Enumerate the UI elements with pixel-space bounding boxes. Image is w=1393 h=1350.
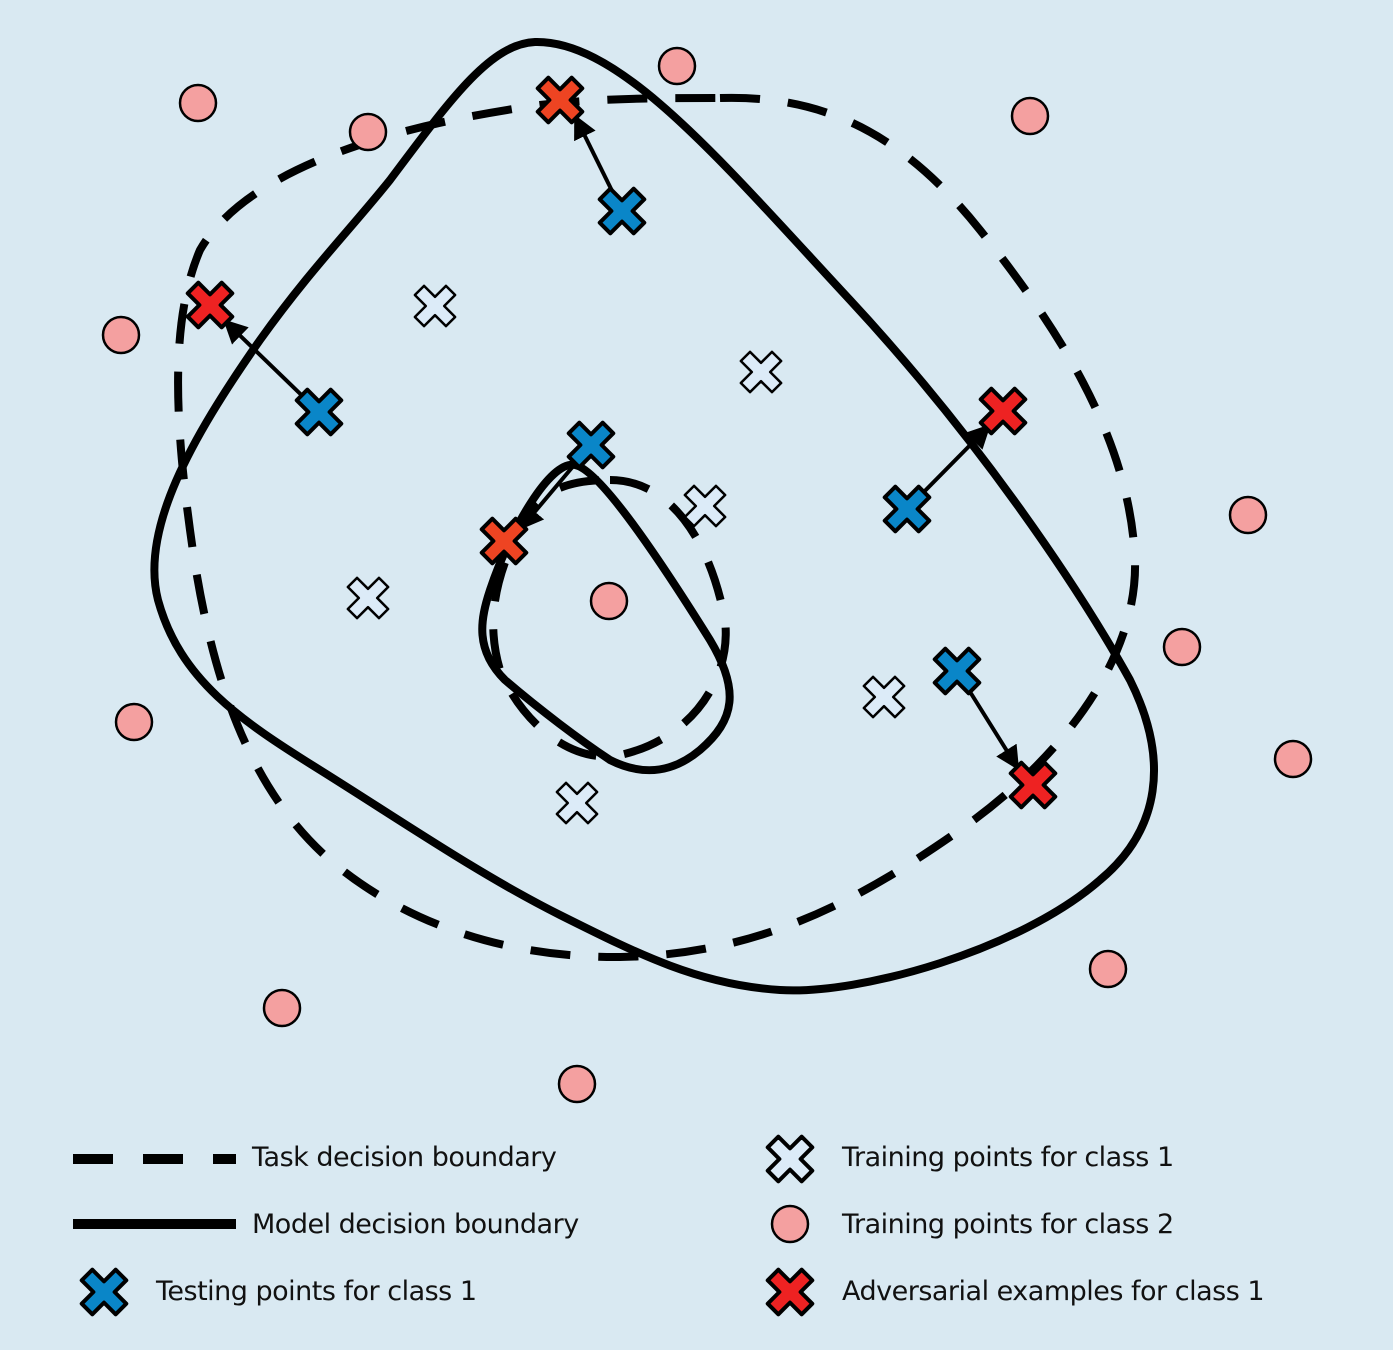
training-point-class1 (413, 284, 457, 328)
legend-model-boundary-label: Model decision boundary (252, 1209, 579, 1240)
inner-model-boundary (478, 460, 734, 775)
adversarial-example (1008, 760, 1058, 810)
adversarial-example (185, 280, 235, 330)
training-point-class1 (346, 576, 390, 620)
legend-adversarial-icon (765, 1267, 815, 1317)
training-point-class2 (348, 112, 388, 152)
training-point-class2 (1010, 96, 1050, 136)
legend-training1-icon (765, 1134, 815, 1184)
legend-training2-icon (770, 1204, 810, 1244)
task-decision-boundary (174, 93, 1140, 962)
training-point-class2 (178, 83, 218, 123)
training-point-class2 (1228, 495, 1268, 535)
testing-point-class1 (882, 484, 932, 534)
testing-point-class1 (932, 646, 982, 696)
legend-training1-label: Training points for class 1 (842, 1142, 1174, 1173)
training-point-class1 (862, 675, 906, 719)
adversarial-example (978, 386, 1028, 436)
training-point-class2 (1162, 627, 1202, 667)
training-point-class1 (555, 781, 599, 825)
legend-adversarial-label: Adversarial examples for class 1 (842, 1276, 1265, 1307)
training-point-class1 (683, 484, 727, 528)
model-decision-boundary (150, 37, 1158, 995)
legend-training2-label: Training points for class 2 (842, 1209, 1174, 1240)
testing-point-class1 (294, 387, 344, 437)
testing-point-class1 (597, 186, 647, 236)
legend-task-boundary-label: Task decision boundary (252, 1142, 557, 1173)
training-point-class2 (101, 315, 141, 355)
testing-point-class1 (566, 420, 616, 470)
training-point-class2 (589, 581, 629, 621)
adversarial-example (535, 75, 585, 125)
training-point-class2 (1088, 949, 1128, 989)
legend-testing-label: Testing points for class 1 (156, 1276, 477, 1307)
legend (73, 1134, 815, 1317)
training-point-class2 (557, 1064, 597, 1104)
training-point-class1 (739, 350, 783, 394)
training-point-class2 (114, 702, 154, 742)
training-point-class2 (657, 46, 697, 86)
legend-testing-icon (79, 1267, 129, 1317)
training-point-class2 (262, 988, 302, 1028)
training-point-class2 (1273, 739, 1313, 779)
adversarial-example (479, 516, 529, 566)
